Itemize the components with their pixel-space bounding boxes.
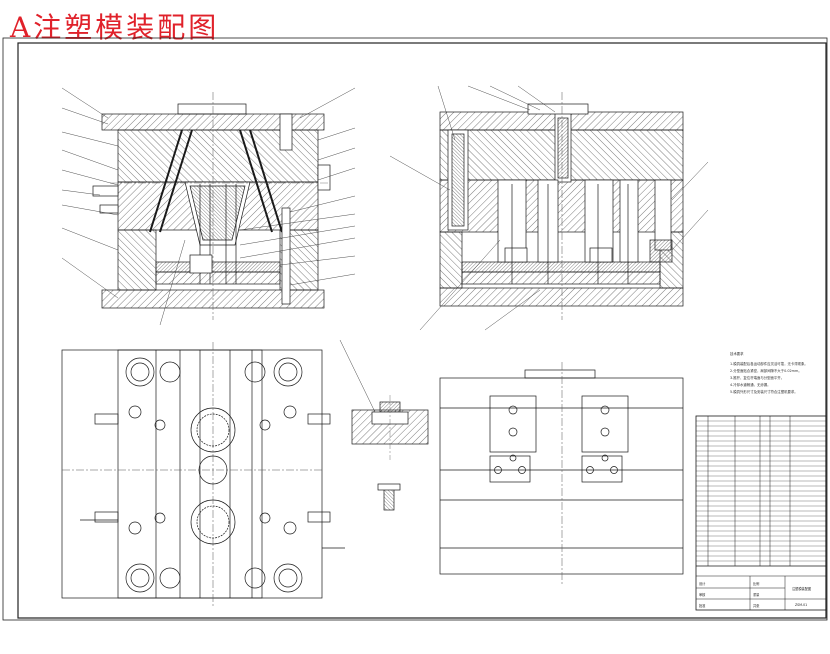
title-block-label: 共张 xyxy=(753,603,760,608)
detail-view xyxy=(339,339,429,511)
notes-line: 1.模具装配后各运动部件应灵活可靠，无卡滞现象。 xyxy=(730,361,808,366)
notes-line: 5.模具外形尺寸及安装尺寸符合注塑机要求。 xyxy=(730,389,798,394)
notes-heading: 技术要求 xyxy=(730,351,744,356)
plan-view xyxy=(61,342,345,606)
notes-line: 4.冷却水道畅通，无渗漏。 xyxy=(730,382,771,387)
title-block-number: ZSM-01 xyxy=(795,603,807,607)
title-block-label: 重量 xyxy=(753,592,760,597)
drawing-frame xyxy=(2,37,828,621)
front-view-leaders xyxy=(61,87,356,326)
title-block-label: 设计 xyxy=(699,581,706,586)
notes-line: 2.分型面贴合紧密，局部间隙不大于0.02mm。 xyxy=(730,368,802,373)
title-block-label: 批准 xyxy=(699,603,706,608)
title-block-label: 比例 xyxy=(753,581,759,586)
notes-line: 3.推杆、复位杆端面与分型面平齐。 xyxy=(730,375,784,380)
moving-half-view xyxy=(439,362,684,585)
drawing-title: A注塑模装配图 xyxy=(10,11,220,44)
parts-list-table xyxy=(695,415,827,611)
title-block-label: 审核 xyxy=(699,592,706,597)
technical-notes: 技术要求 1.模具装配后各运动部件应灵活可靠，无卡滞现象。 2.分型面贴合紧密，… xyxy=(730,351,808,394)
side-view-leaders xyxy=(389,85,709,331)
front-section-view xyxy=(92,92,331,320)
title-block-name: 注塑模装配图 xyxy=(792,586,811,591)
side-section-view xyxy=(439,92,684,320)
